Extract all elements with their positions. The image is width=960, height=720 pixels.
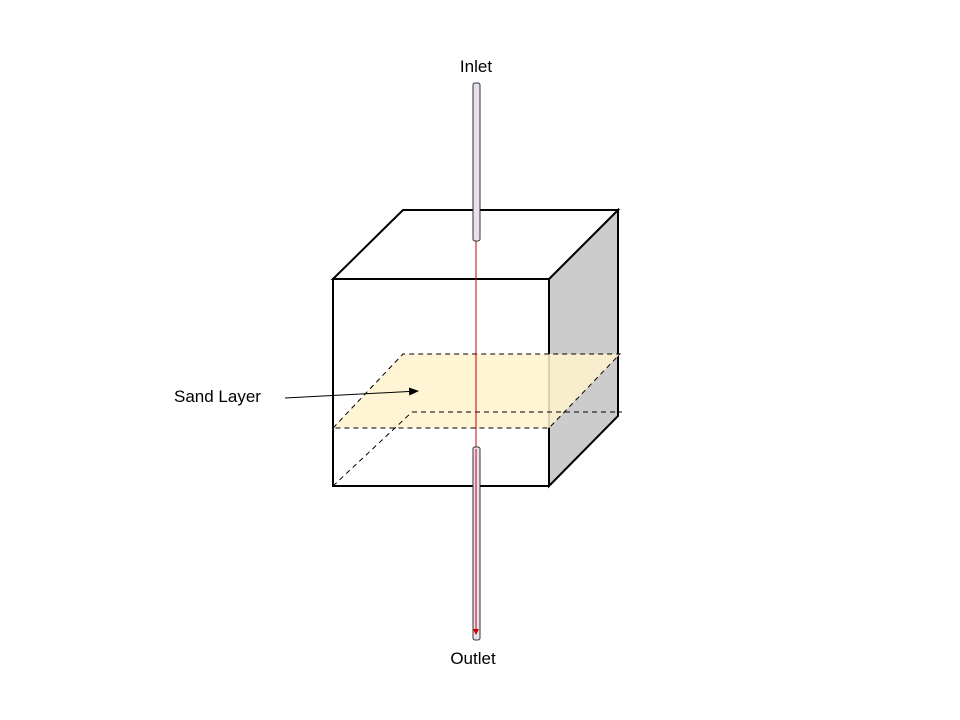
sand-layer-arrow	[284, 387, 419, 399]
sand-layer-label: Sand Layer	[174, 387, 261, 406]
outlet-label: Outlet	[450, 649, 496, 668]
hidden-edge-bottom-left	[332, 411, 413, 487]
inlet-label: Inlet	[460, 57, 492, 76]
inlet-pipe	[472, 82, 481, 242]
